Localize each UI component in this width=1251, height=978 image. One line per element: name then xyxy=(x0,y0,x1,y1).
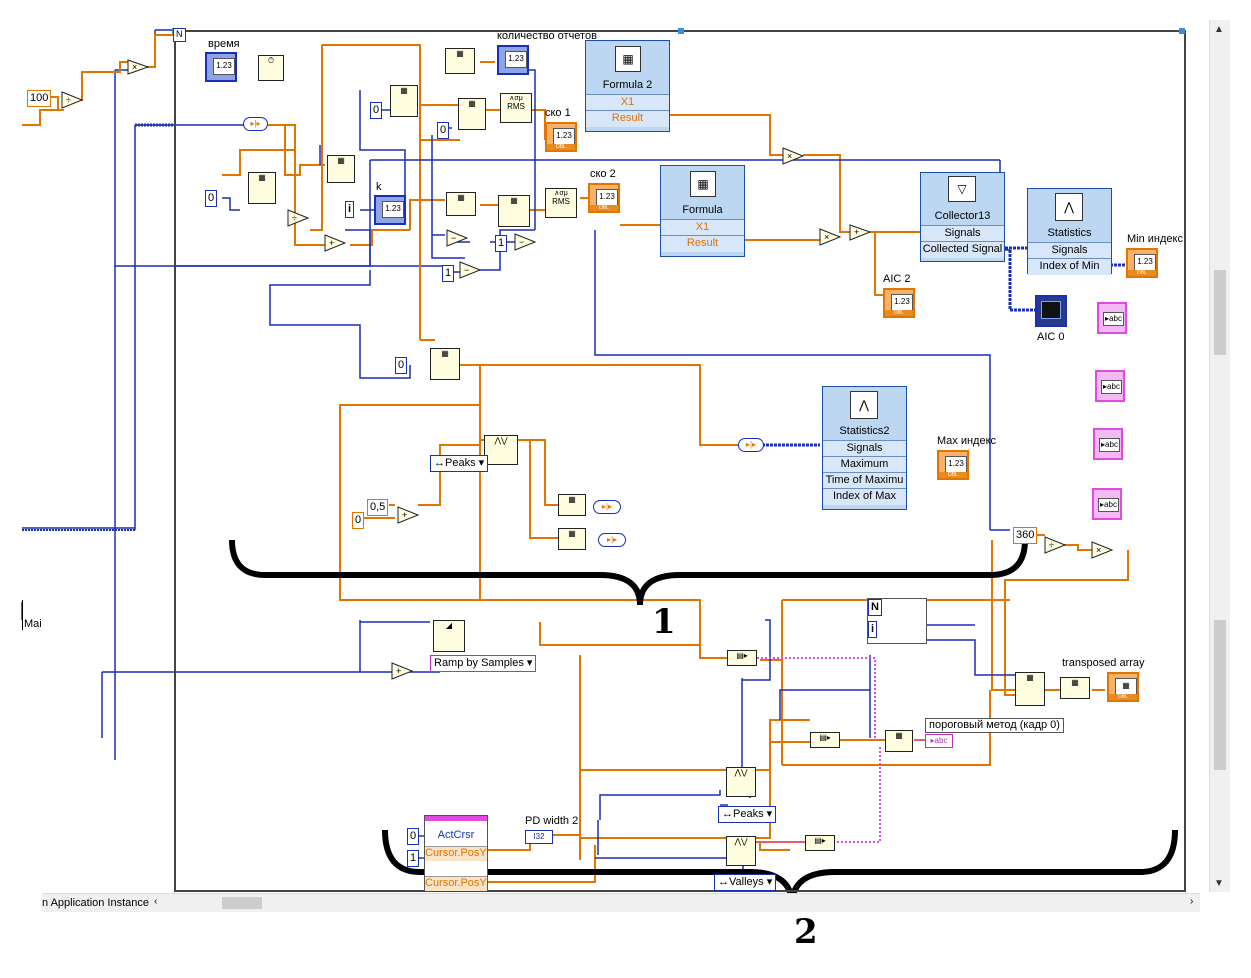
index-array-icon[interactable]: ▦ xyxy=(390,85,418,117)
for-loop[interactable]: N i xyxy=(867,598,927,644)
svg-text:÷: ÷ xyxy=(66,95,71,105)
string-indicator[interactable]: ▸abc xyxy=(1097,302,1127,334)
resize-handle[interactable] xyxy=(678,28,684,34)
ramp-pattern-icon[interactable]: ◢ xyxy=(433,620,465,652)
k-label: k xyxy=(376,181,382,193)
svg-text:×: × xyxy=(132,62,137,72)
cursor-index-0[interactable]: 0 xyxy=(407,828,420,845)
string-indicator[interactable]: ▸abc xyxy=(1093,428,1123,460)
sko2-label: ско 2 xyxy=(590,168,616,180)
cursor-property-node[interactable]: ActCrsr Cursor.PosY Cursor.PosY xyxy=(424,815,488,891)
reports-indicator[interactable]: 1.23 xyxy=(497,45,529,75)
cluster-node[interactable]: ▸|▸ xyxy=(598,533,626,547)
array-subset-icon-3[interactable]: ▦ xyxy=(498,195,530,227)
peaks-ring-2[interactable]: ↔Peaks ▾ xyxy=(718,806,777,823)
constant-zero-e[interactable]: 0 xyxy=(352,512,365,529)
scroll-right-icon[interactable]: › xyxy=(1190,896,1194,907)
constant-zero-d[interactable]: 0 xyxy=(395,357,408,374)
max-index-label: Max индекс xyxy=(937,435,997,447)
index-array-icon-3[interactable]: ▦ xyxy=(430,348,460,380)
statistics2-express-vi[interactable]: ⋀ Statistics2 Signals Maximum Time of Ma… xyxy=(822,386,907,510)
loop-count-terminal: N xyxy=(173,28,186,42)
constant-100[interactable]: 100 xyxy=(27,90,52,107)
min-index-label: Min индекс xyxy=(1127,233,1183,245)
brace-label-1: 1 xyxy=(652,602,676,642)
pd-width-control[interactable]: I32 xyxy=(525,830,553,844)
constant-zero-c[interactable]: 0 xyxy=(437,122,450,139)
scroll-left-icon[interactable]: ‹ xyxy=(154,896,158,907)
waveform-graph-terminal[interactable] xyxy=(1035,295,1067,327)
array-subset-icon[interactable]: ▦ xyxy=(248,172,276,204)
vertical-scrollbar[interactable]: ▲ ▼ xyxy=(1209,20,1230,892)
string-indicator[interactable]: ▸abc xyxy=(1095,370,1125,402)
scroll-up-icon[interactable]: ▲ xyxy=(1214,24,1224,35)
constant-zero-a[interactable]: 0 xyxy=(205,190,218,207)
cluster-node[interactable]: ▸|▸ xyxy=(593,500,621,514)
bundle-icon-3[interactable]: ▤▸ xyxy=(805,835,835,851)
app-instance-label: n Application Instance xyxy=(42,897,150,909)
array-icon[interactable]: ▦ xyxy=(445,48,475,74)
valleys-ring[interactable]: ↔Valleys ▾ xyxy=(714,874,777,891)
horizontal-scrollbar[interactable]: n Application Instance ‹ › xyxy=(42,893,1200,912)
transposed-label: transposed array xyxy=(1062,657,1145,669)
build-array-icon-2[interactable]: ▦ xyxy=(1015,672,1045,706)
scroll-thumb[interactable] xyxy=(222,897,262,909)
valley-detector-icon[interactable]: ⋀⋁ xyxy=(726,836,756,866)
scroll-down-icon[interactable]: ▼ xyxy=(1214,878,1224,889)
bundle-icon-2[interactable]: ▤▸ xyxy=(810,732,840,748)
scroll-thumb[interactable] xyxy=(1214,620,1226,770)
bundle-icon[interactable]: ▤▸ xyxy=(727,650,757,666)
formula-express-vi[interactable]: ▦ Formula X1 Result xyxy=(660,165,745,257)
aic0-label: AIC 0 xyxy=(1037,331,1065,343)
constant-one-a[interactable]: 1 xyxy=(495,235,508,252)
cursor-index-1[interactable]: 1 xyxy=(407,850,420,867)
reports-label: количество отчетов xyxy=(497,30,597,42)
index-array-icon-4[interactable]: ▦ xyxy=(558,494,586,516)
main-label: Mai xyxy=(24,618,42,630)
iteration-terminal: i xyxy=(345,201,355,218)
string-indicator[interactable]: ▸abc xyxy=(1092,488,1122,520)
sko1-label: ско 1 xyxy=(545,107,571,119)
scroll-thumb[interactable] xyxy=(1214,270,1226,355)
wait-function-icon[interactable]: ⏱ xyxy=(258,55,284,81)
cluster-node[interactable]: ▸|▸ xyxy=(243,117,268,131)
diagram-frame xyxy=(174,30,1186,892)
pd-width-label: PD width 2 xyxy=(525,815,579,827)
constant-one-b[interactable]: 1 xyxy=(442,265,455,282)
transposed-indicator[interactable]: ▦DBL xyxy=(1107,672,1139,702)
constant-zero-b[interactable]: 0 xyxy=(370,102,383,119)
array-subset-icon-2[interactable]: ▦ xyxy=(458,98,486,130)
time-indicator[interactable]: 1.23 xyxy=(205,52,237,82)
constant-half[interactable]: 0,5 xyxy=(367,499,389,516)
peak-detector-icon[interactable]: ⋀⋁ xyxy=(484,435,518,465)
index-array-icon-2[interactable]: ▦ xyxy=(446,192,476,216)
collector13-express-vi[interactable]: ▽ Collector13 Signals Collected Signal xyxy=(920,172,1005,262)
peak-detector-icon-2[interactable]: ⋀⋁ xyxy=(726,767,756,797)
index-array-icon-5[interactable]: ▦ xyxy=(558,528,586,550)
threshold-label: пороговый метод (кадр 0) xyxy=(925,718,1064,733)
k-indicator[interactable]: 1.23 xyxy=(374,195,406,225)
formula2-express-vi[interactable]: ▦ Formula 2 X1 Result xyxy=(585,40,670,132)
constant-360[interactable]: 360 xyxy=(1013,527,1038,544)
cluster-node[interactable]: ▸|▸ xyxy=(738,438,764,452)
aic2-label: AIC 2 xyxy=(883,273,911,285)
brace-label-2: 2 xyxy=(794,912,818,952)
statistics-express-vi[interactable]: ⋀ Statistics Signals Index of Min xyxy=(1027,188,1112,275)
resize-handle[interactable] xyxy=(1179,28,1185,34)
peaks-ring-1[interactable]: ↔Peaks ▾ xyxy=(430,455,489,472)
string-array-node[interactable]: ▸abc xyxy=(925,734,953,748)
transpose-array-icon[interactable]: ▦ xyxy=(1060,677,1090,699)
time-label: время xyxy=(208,38,240,50)
ramp-ring[interactable]: Ramp by Samples ▾ xyxy=(430,655,537,672)
build-array-icon-3[interactable]: ▦ xyxy=(885,730,913,752)
build-array-icon[interactable]: ▦ xyxy=(327,155,355,183)
